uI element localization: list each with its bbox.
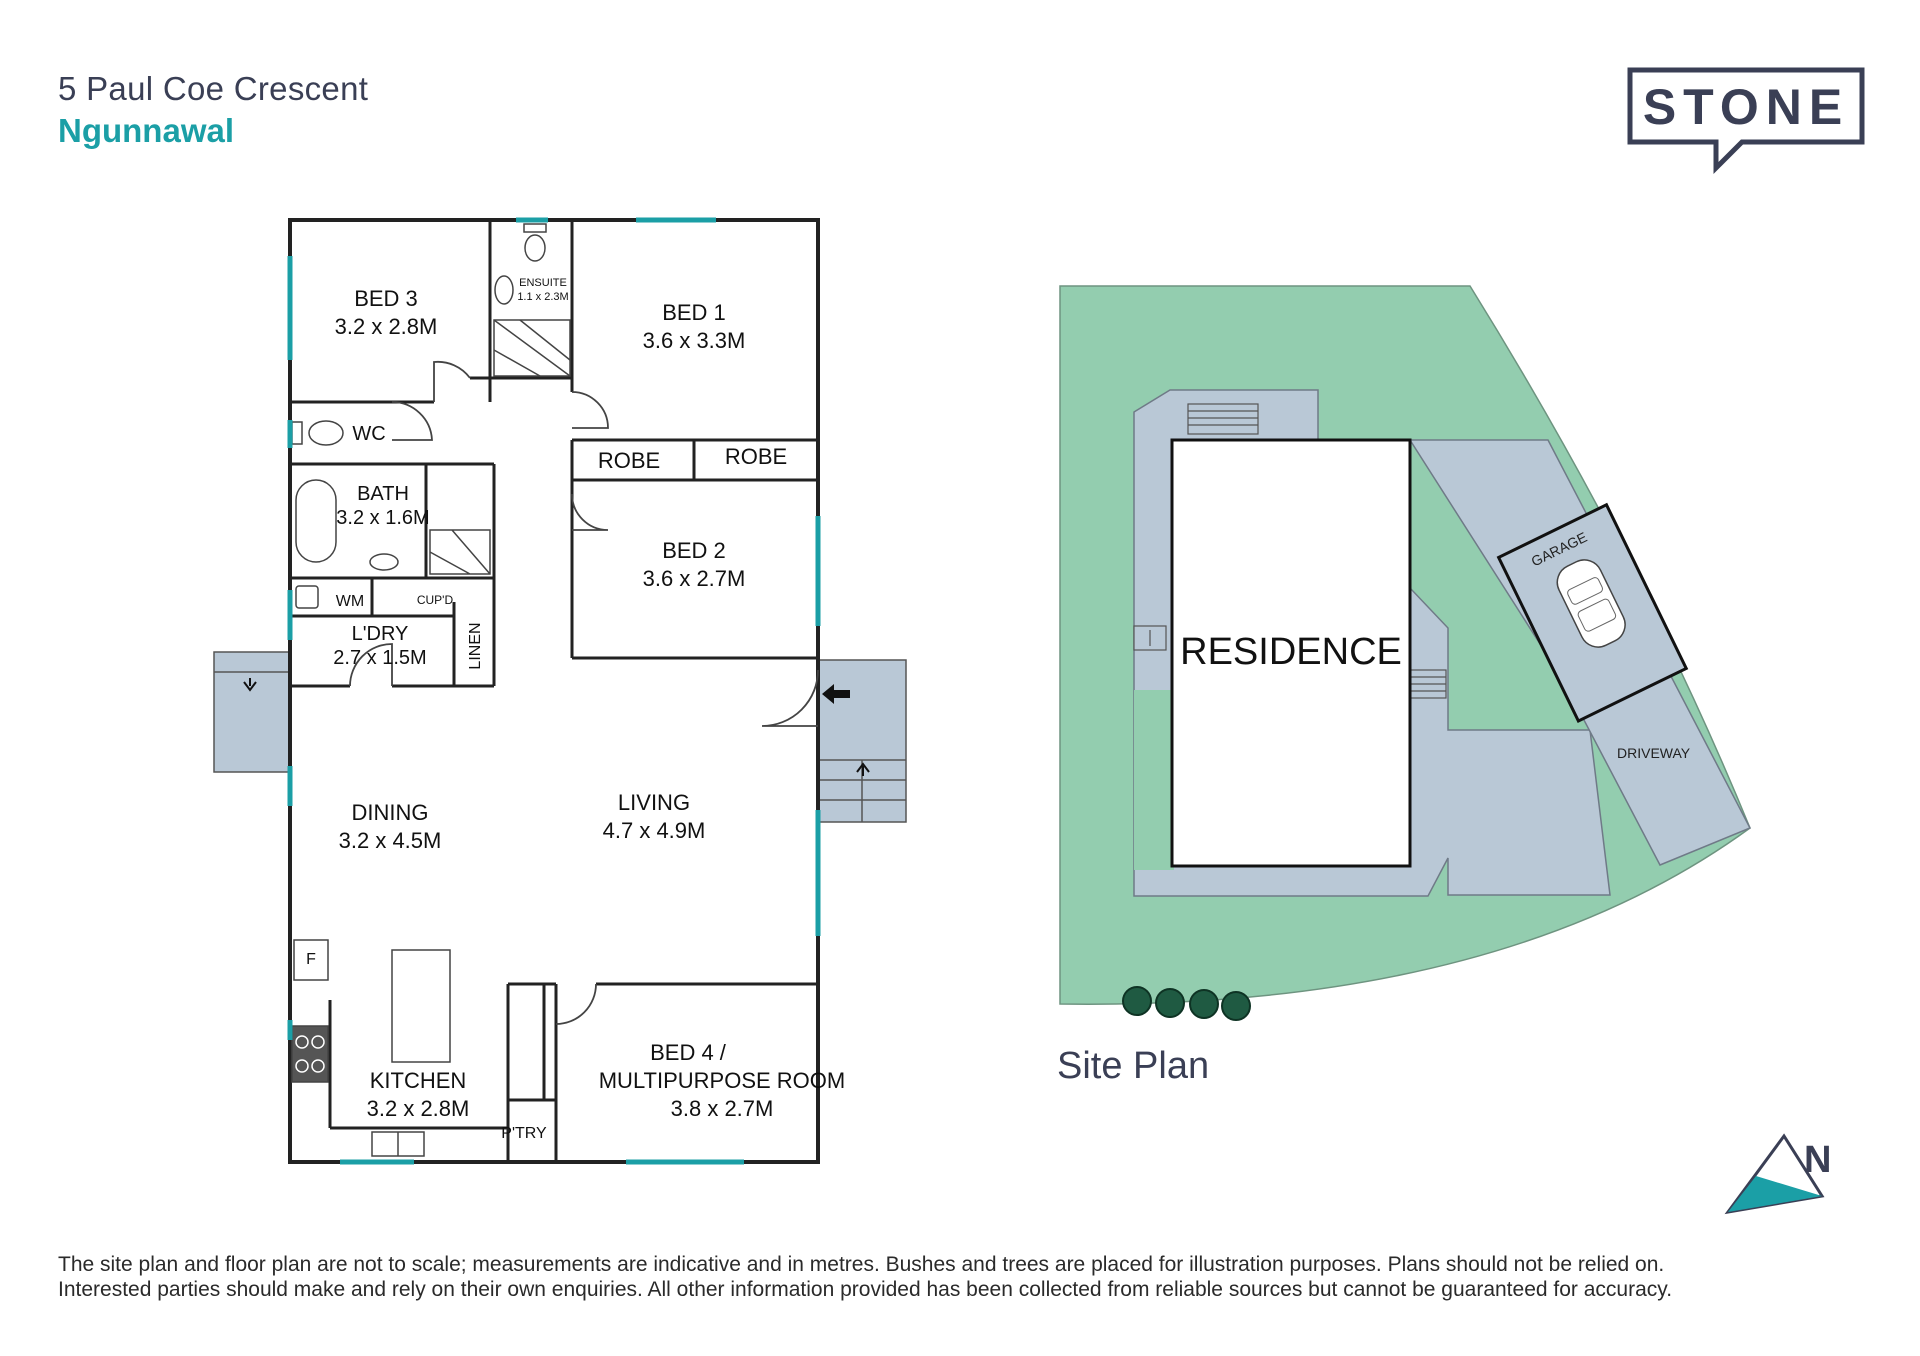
room-laundry-name: L'DRY	[352, 623, 409, 645]
site-residence-label: RESIDENCE	[1180, 631, 1402, 673]
room-ensuite-name: ENSUITE	[519, 277, 567, 289]
floor-plan: BED 3 3.2 x 2.8M ENSUITE 1.1 x 2.3M BED …	[213, 217, 907, 1165]
room-bed1-size: 3.6 x 3.3M	[643, 328, 746, 353]
property-suburb: Ngunnawal	[58, 112, 235, 149]
room-living-size: 4.7 x 4.9M	[603, 818, 706, 843]
room-bed4-name-line1: BED 4 /	[650, 1040, 727, 1065]
disclaimer-line-1: The site plan and floor plan are not to …	[58, 1253, 1665, 1276]
car-icon	[1556, 559, 1626, 648]
room-laundry-size: 2.7 x 1.5M	[333, 647, 426, 669]
room-bed4-size: 3.8 x 2.7M	[671, 1096, 774, 1121]
site-stairs-right	[1409, 669, 1447, 699]
room-bed2-size: 3.6 x 2.7M	[643, 566, 746, 591]
room-bed3-name: BED 3	[354, 286, 418, 311]
ensuite-shower-fan	[493, 319, 571, 377]
site-lawn-inner-patch	[1134, 690, 1174, 870]
property-street-address: 5 Paul Coe Crescent	[58, 70, 369, 107]
wc-toilet-icon	[308, 420, 344, 446]
fixtures	[291, 223, 571, 1157]
room-kitchen-name: KITCHEN	[370, 1068, 467, 1093]
fridge-box	[293, 939, 329, 981]
room-pantry-name: P'TRY	[501, 1125, 547, 1142]
room-fridge-name: F	[306, 951, 316, 968]
kitchen-island	[391, 949, 451, 1063]
cooktop-icon	[291, 1025, 329, 1083]
site-garage: GARAGE	[1496, 502, 1689, 723]
burner-icon	[295, 1059, 309, 1073]
burner-icon	[295, 1035, 309, 1049]
compass-fill	[1728, 1176, 1822, 1212]
room-cupboard-name: CUP'D	[417, 593, 454, 607]
west-deck-arrow-icon	[243, 678, 257, 692]
site-residence-building	[1170, 438, 1412, 868]
room-bed2-name: BED 2	[662, 538, 726, 563]
wc-cistern	[291, 421, 303, 445]
laundry-tub-icon	[295, 585, 319, 609]
bathtub-icon	[295, 479, 337, 563]
room-robe-right-name: ROBE	[725, 444, 787, 469]
burner-icon	[311, 1035, 325, 1049]
windows	[287, 217, 821, 1165]
room-ensuite-size: 1.1 x 2.3M	[517, 291, 568, 303]
burner-icon	[311, 1059, 325, 1073]
bush-icon	[1189, 989, 1219, 1019]
room-bed1-name: BED 1	[662, 300, 726, 325]
room-wm-name: WM	[336, 593, 364, 610]
room-bed3-size: 3.2 x 2.8M	[335, 314, 438, 339]
west-deck	[213, 651, 291, 773]
bath-shower	[429, 529, 491, 575]
entry-arrow-icon	[822, 684, 850, 704]
site-stairs-left	[1133, 625, 1167, 651]
room-linen-name: LINEN	[467, 622, 484, 669]
site-driveway-label: DRIVEWAY	[1617, 745, 1691, 761]
room-bath-name: BATH	[357, 483, 409, 505]
north-compass: N	[1724, 1133, 1831, 1215]
ensuite-cistern	[523, 223, 547, 233]
disclaimer-line-2: Interested parties should make and rely …	[58, 1278, 1673, 1301]
stone-logo-text: STONE	[1643, 79, 1849, 135]
bush-icon	[1122, 986, 1152, 1016]
site-plan-title: Site Plan	[1057, 1045, 1209, 1087]
site-stairs-top	[1187, 403, 1259, 435]
room-robe-left-name: ROBE	[598, 448, 660, 473]
room-living-name: LIVING	[618, 790, 690, 815]
bush-icon	[1155, 988, 1185, 1018]
door-swings	[349, 360, 819, 1025]
stone-logo: STONE	[1627, 67, 1865, 175]
ensuite-toilet-icon	[524, 234, 546, 262]
room-kitchen-size: 3.2 x 2.8M	[367, 1096, 470, 1121]
bush-icon	[1221, 991, 1251, 1021]
site-bushes	[1122, 986, 1251, 1021]
room-wc-name: WC	[352, 423, 385, 445]
ensuite-basin-icon	[494, 275, 514, 305]
compass-label: N	[1804, 1139, 1831, 1181]
room-bed4-name-line2: MULTIPURPOSE ROOM	[599, 1068, 846, 1093]
room-dining-size: 3.2 x 4.5M	[339, 828, 442, 853]
interior-walls	[290, 220, 818, 1162]
room-bath-size: 3.2 x 1.6M	[336, 507, 429, 529]
disclaimer: The site plan and floor plan are not to …	[58, 1252, 1878, 1302]
bath-basin-icon	[369, 553, 399, 571]
east-deck-arrow-icon	[856, 762, 870, 776]
room-dining-name: DINING	[352, 800, 429, 825]
site-plan: RESIDENCE GARAGE DRIVEWAY Site Plan	[1057, 285, 1752, 1087]
